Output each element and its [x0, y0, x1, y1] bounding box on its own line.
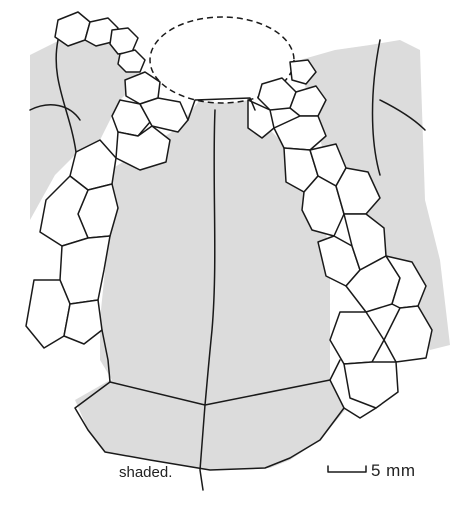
cell — [26, 280, 70, 348]
suture-line — [344, 408, 376, 418]
cell — [344, 362, 398, 408]
cell — [330, 312, 384, 364]
cell — [274, 116, 326, 150]
scale-bar-label: 5 mm — [371, 461, 416, 481]
suture-line — [330, 360, 340, 380]
scale-bar-line — [328, 466, 366, 472]
cell — [118, 50, 145, 72]
scale-bar — [328, 466, 366, 472]
caption-fragment: shaded. — [119, 464, 172, 481]
cell — [64, 300, 102, 344]
cell — [140, 98, 188, 132]
cell — [60, 236, 110, 304]
